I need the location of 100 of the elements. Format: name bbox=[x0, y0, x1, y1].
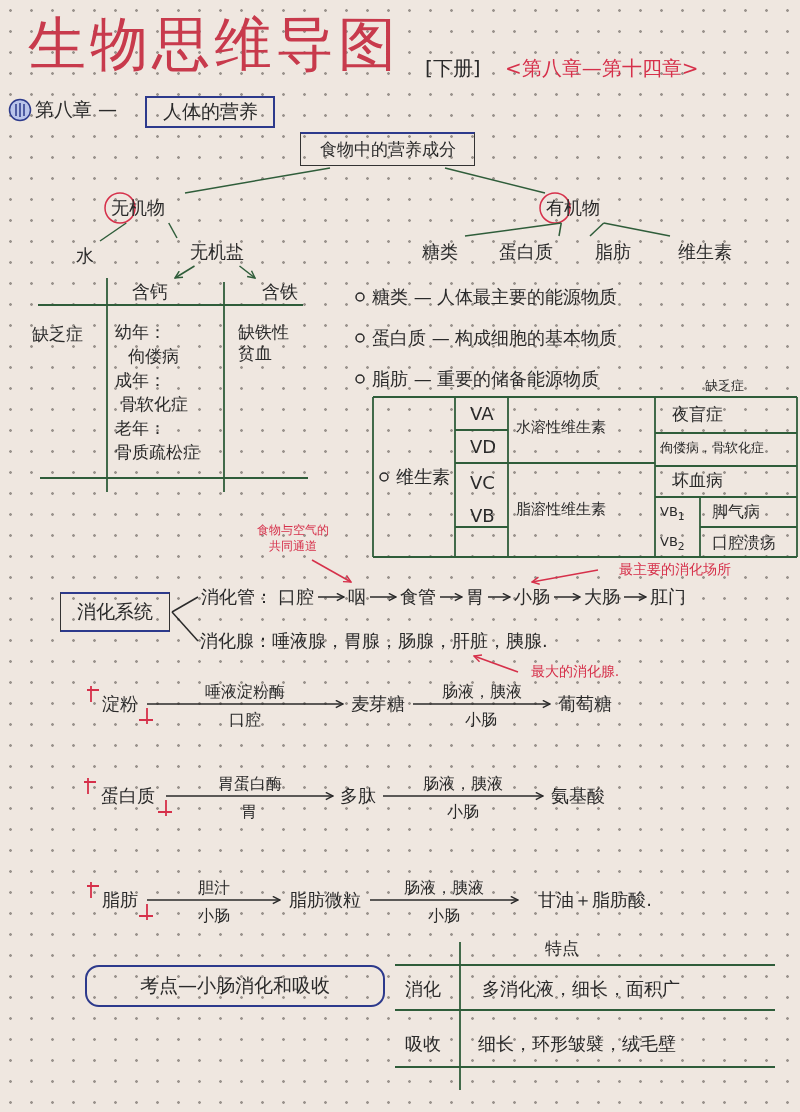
arrow bbox=[623, 592, 647, 602]
label-text: 口腔 bbox=[229, 710, 261, 730]
node-text: 胃 bbox=[464, 584, 486, 610]
label-text: 小肠 bbox=[198, 906, 230, 926]
arrow bbox=[311, 559, 352, 583]
label-text: 夜盲症 bbox=[672, 404, 723, 426]
annotation-note: 最大的消化腺. bbox=[520, 662, 630, 682]
label-text: 胃 bbox=[241, 802, 257, 822]
label-text: VB$_{2}$ bbox=[660, 534, 685, 554]
node-text: 口腔 bbox=[276, 584, 316, 610]
label-text: VC bbox=[470, 472, 495, 495]
connector-line bbox=[444, 167, 546, 194]
arrow bbox=[165, 791, 334, 801]
label-text: 缺铁性贫血 bbox=[238, 322, 290, 365]
label-text: 细长，环形皱襞，绒毛壁 bbox=[478, 1033, 676, 1056]
annotation-note: 最主要的消化场所 bbox=[600, 561, 750, 579]
label-text: 缺乏症 bbox=[705, 378, 744, 395]
label-text: 脂肪 — 重要的储备能源物质 bbox=[372, 368, 600, 391]
node-text: 脂肪 bbox=[95, 886, 145, 914]
arrow bbox=[317, 592, 345, 602]
edge-label: 肠液，胰液 bbox=[441, 681, 522, 701]
label-text: 佝偻病，骨软化症 bbox=[660, 440, 764, 457]
node-text: 食管 bbox=[398, 584, 438, 610]
arrow bbox=[487, 592, 511, 602]
connector-line bbox=[603, 222, 671, 237]
node-text: 大肠 bbox=[582, 584, 622, 610]
text-box: 消化系统 bbox=[60, 592, 170, 632]
label-text: VB$_{1}$ bbox=[660, 504, 685, 524]
arrow bbox=[174, 265, 196, 279]
node-text: 蛋白质 bbox=[488, 238, 564, 266]
label-text: [下册] bbox=[425, 56, 481, 81]
arrow bbox=[146, 895, 281, 905]
arrow bbox=[553, 592, 581, 602]
label-text: 缺乏症 bbox=[32, 324, 83, 346]
arrow bbox=[531, 569, 599, 585]
node-text: 糖类 bbox=[410, 238, 470, 266]
label-text: 吸收 bbox=[405, 1033, 441, 1056]
text-box: 食物中的营养成分 bbox=[300, 132, 475, 166]
page-title: 生物思维导图 bbox=[28, 10, 400, 80]
arrow bbox=[473, 654, 519, 673]
label-text: 糖类 — 人体最主要的能源物质 bbox=[372, 286, 618, 309]
label-text: 脚气病 bbox=[712, 502, 760, 522]
node-text: 多肽 bbox=[335, 782, 381, 810]
arrow bbox=[146, 699, 344, 709]
connector-line bbox=[168, 222, 178, 239]
label-text: 成年： bbox=[115, 370, 166, 392]
connector-line bbox=[171, 596, 199, 613]
label-text: 骨软化症 bbox=[120, 394, 188, 416]
node-text: 消化管： bbox=[200, 584, 274, 610]
label-text: 小肠 bbox=[447, 802, 479, 822]
label-text: 多消化液，细长，面积广 bbox=[482, 978, 680, 1001]
arrow bbox=[412, 699, 551, 709]
label-text: VA bbox=[470, 403, 494, 426]
node-text: 脂肪 bbox=[585, 238, 640, 266]
edge-label: 胃蛋白酶 bbox=[217, 773, 282, 793]
label-text: 幼年： bbox=[115, 322, 166, 344]
text-box: 考点—小肠消化和吸收 bbox=[85, 965, 385, 1007]
label-text: <第八章—第十四章> bbox=[505, 56, 699, 81]
node-text: 氨基酸 bbox=[545, 782, 611, 810]
label-text: 特点 bbox=[545, 938, 579, 960]
node-text: 麦芽糖 bbox=[345, 690, 411, 718]
node-text: 水 bbox=[65, 243, 105, 269]
label-text: 老年： bbox=[115, 418, 166, 440]
label-text: 佝偻病 bbox=[128, 346, 179, 368]
arrow bbox=[238, 265, 256, 279]
label-text: 消化 bbox=[405, 978, 441, 1001]
edge-label: 胆汁 bbox=[197, 877, 230, 897]
label-text: VB bbox=[470, 505, 495, 528]
label-text: 脂溶性维生素 bbox=[516, 500, 606, 519]
node-text: 消化腺：唾液腺，胃腺，肠腺，肝脏，胰腺. bbox=[200, 628, 600, 654]
node-text: 维生素 bbox=[665, 238, 745, 266]
edge-label: 唾液淀粉酶 bbox=[205, 681, 285, 701]
label-text: 小肠 bbox=[465, 710, 497, 730]
annotation-note: 食物与空气的共同通道 bbox=[255, 520, 331, 558]
arrow bbox=[369, 895, 519, 905]
label-text: 蛋白质 — 构成细胞的基本物质 bbox=[372, 327, 618, 350]
node-text: 蛋白质 bbox=[92, 782, 164, 810]
connector-line bbox=[464, 222, 562, 237]
text-box: 人体的营养 bbox=[145, 96, 275, 128]
node-text: 含钙 bbox=[120, 280, 180, 304]
arrow bbox=[382, 791, 544, 801]
node-text: 含铁 bbox=[250, 280, 310, 304]
arrow bbox=[439, 592, 463, 602]
node-text: 小肠 bbox=[512, 584, 552, 610]
label-text: 小肠 bbox=[428, 906, 460, 926]
label-text: 维生素 bbox=[396, 466, 450, 489]
node-text: 淀粉 bbox=[95, 690, 145, 718]
connector-line bbox=[589, 222, 605, 237]
label-text: 口腔溃疡 bbox=[712, 533, 776, 553]
arrow bbox=[369, 592, 397, 602]
label-text: 第八章 — bbox=[35, 98, 118, 122]
node-text: 甘油＋脂肪酸. bbox=[520, 886, 670, 914]
connector-line bbox=[184, 167, 331, 194]
node-text: 葡萄糖 bbox=[552, 690, 618, 718]
connector-line bbox=[171, 611, 199, 642]
label-text: 坏血病 bbox=[672, 470, 723, 492]
node-text: 咽 bbox=[346, 584, 368, 610]
label-text: 水溶性维生素 bbox=[516, 418, 606, 437]
node-text: 脂肪微粒 bbox=[282, 886, 368, 914]
node-text: 肛门 bbox=[648, 584, 688, 610]
